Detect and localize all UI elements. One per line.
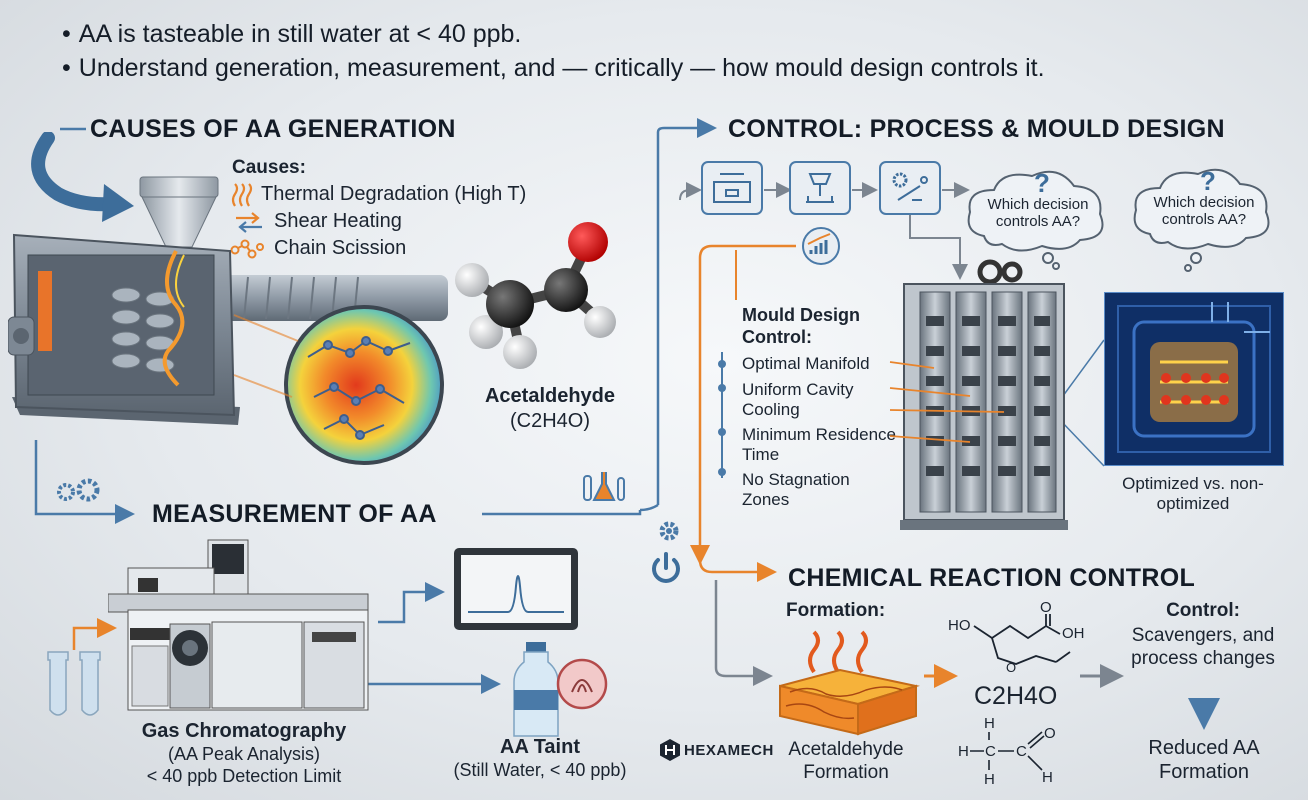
bullet-1: •AA is tasteable in still water at < 40 …: [62, 20, 522, 48]
svg-text:C: C: [1016, 743, 1027, 760]
control-title: CONTROL: PROCESS & MOULD DESIGN: [728, 115, 1225, 143]
block-label: Acetaldehyde Formation: [788, 739, 904, 783]
gc-sub2: < 40 ppb Detection Limit: [146, 766, 342, 786]
gc-title: Gas Chromatography: [141, 720, 347, 742]
skeletal-structure-illustration: HO O OH O: [948, 599, 1085, 675]
svg-text:H: H: [958, 743, 969, 760]
mould-illustration: [889, 259, 1068, 530]
water-bottle-illustration: [513, 642, 608, 737]
causes-title: CAUSES OF AA GENERATION: [90, 115, 456, 143]
gears-icon: [57, 478, 100, 502]
gas-chromatograph-illustration: [108, 539, 369, 711]
question-2: Which decision controls AA?: [1153, 194, 1255, 228]
svg-text:O: O: [1044, 725, 1056, 742]
svg-text:O: O: [1006, 660, 1016, 675]
gear-icon: [659, 521, 679, 541]
bullet-2: •Understand generation, measurement, and…: [62, 54, 1045, 82]
power-icon: [652, 552, 680, 583]
mould-item-3: Minimum Residence Time: [742, 425, 896, 464]
mould-item-2: Uniform Cavity Cooling: [742, 380, 854, 419]
taint-sub: (Still Water, < 40 ppb): [453, 760, 627, 780]
cause-item-thermal: Thermal Degradation (High T): [261, 183, 527, 205]
formation-label: Formation:: [786, 600, 886, 621]
question-cloud-2-icon: ?: [1133, 166, 1270, 272]
control-title-chem: Control:: [1166, 600, 1240, 621]
question-1: Which decision controls AA?: [987, 196, 1089, 230]
svg-text:O: O: [1040, 599, 1052, 616]
compare-caption: Optimized vs. non-optimized: [1122, 474, 1264, 513]
svg-text:H: H: [984, 715, 995, 732]
injection-machine-illustration: [8, 176, 448, 465]
mould-item-4: No Stagnation Zones: [742, 470, 850, 509]
thermal-icon: [231, 183, 253, 207]
chain-scission-icon: [230, 239, 264, 259]
svg-text:H: H: [1042, 769, 1053, 786]
svg-text:H: H: [984, 771, 995, 788]
mould-items-timeline: [718, 352, 726, 478]
gc-sub1: (AA Peak Analysis): [167, 744, 321, 764]
brand-name: HEXAMECH: [684, 742, 774, 759]
molecule-name: Acetaldehyde: [484, 385, 616, 407]
acetaldehyde-molecule-illustration: [455, 222, 616, 369]
mould-title: Mould Design Control:: [742, 305, 860, 347]
svg-text:OH: OH: [1062, 625, 1085, 642]
preforms-illustration: [47, 651, 101, 716]
mould-item-1: Optimal Manifold: [742, 354, 870, 373]
measurement-title: MEASUREMENT OF AA: [152, 500, 437, 528]
svg-text:?: ?: [1200, 166, 1216, 196]
chemical-title: CHEMICAL REACTION CONTROL: [788, 564, 1196, 592]
question-cloud-1-icon: ?: [967, 168, 1104, 270]
result-text: Reduced AA Formation: [1148, 737, 1260, 783]
svg-text:HO: HO: [948, 617, 971, 634]
svg-text:?: ?: [1034, 168, 1050, 198]
control-text: Scavengers, and process changes: [1131, 625, 1275, 669]
taint-title: AA Taint: [500, 736, 580, 758]
cause-item-shear: Shear Heating: [274, 210, 402, 232]
svg-text:C: C: [985, 743, 996, 760]
cause-item-scission: Chain Scission: [274, 237, 407, 259]
shear-icon: [236, 212, 262, 233]
chemical-formula: C2H4O: [974, 682, 1058, 710]
molecule-formula: (C2H4O): [509, 410, 590, 432]
process-icons: [701, 161, 941, 265]
hexamech-logo-icon: [660, 739, 680, 761]
curved-arrow-icon: [31, 132, 134, 222]
lab-flask-icon: [583, 472, 625, 501]
structural-formula-illustration: H H H C C O H: [958, 715, 1056, 788]
chromatogram-monitor-icon: [454, 548, 578, 630]
causes-list-title: Causes:: [232, 157, 306, 178]
heated-block-illustration: [779, 630, 920, 736]
flow-simulation-panel: [1104, 292, 1284, 466]
